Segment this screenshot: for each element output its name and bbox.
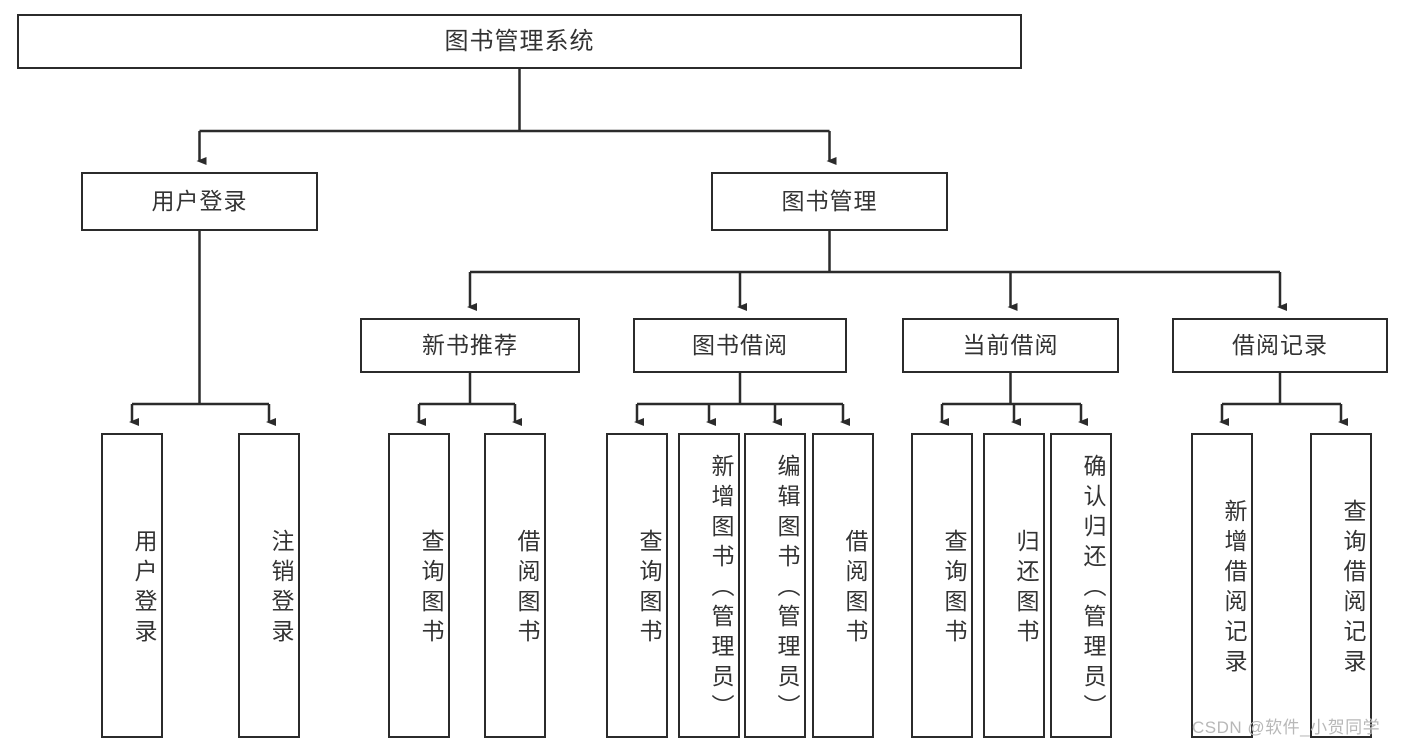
node-current-borrow[interactable]: 当前借阅: [902, 318, 1119, 373]
node-leaf-query-record[interactable]: 查询借阅记录: [1310, 433, 1372, 738]
node-leaf-edit-book-label: 编辑图书（管理员）: [774, 453, 800, 724]
node-leaf-query-book-bor-label: 查询图书: [636, 528, 662, 649]
node-root[interactable]: 图书管理系统: [17, 14, 1022, 69]
node-leaf-confirm-return-label: 确认归还（管理员）: [1080, 453, 1106, 724]
node-user-login-label: 用户登录: [151, 188, 248, 215]
node-borrow-record[interactable]: 借阅记录: [1172, 318, 1388, 373]
node-leaf-add-book-label: 新增图书（管理员）: [708, 453, 734, 724]
node-leaf-query-record-label: 查询借阅记录: [1340, 498, 1366, 679]
node-leaf-logout-label: 注销登录: [268, 528, 294, 649]
node-leaf-add-book[interactable]: 新增图书（管理员）: [678, 433, 740, 738]
node-leaf-query-book-bor[interactable]: 查询图书: [606, 433, 668, 738]
node-leaf-borrow-book-bor-label: 借阅图书: [842, 528, 868, 649]
node-leaf-query-book-rec-label: 查询图书: [418, 528, 444, 649]
node-root-label: 图书管理系统: [444, 27, 595, 55]
node-leaf-user-login-label: 用户登录: [131, 528, 157, 649]
node-leaf-add-record[interactable]: 新增借阅记录: [1191, 433, 1253, 738]
node-book-management-label: 图书管理: [781, 188, 878, 215]
node-leaf-borrow-book-rec[interactable]: 借阅图书: [484, 433, 546, 738]
node-leaf-query-book-cur[interactable]: 查询图书: [911, 433, 973, 738]
node-leaf-edit-book[interactable]: 编辑图书（管理员）: [744, 433, 806, 738]
node-leaf-add-record-label: 新增借阅记录: [1221, 498, 1247, 679]
node-new-book-recommend[interactable]: 新书推荐: [360, 318, 580, 373]
node-leaf-user-login[interactable]: 用户登录: [101, 433, 163, 738]
node-leaf-return-book-label: 归还图书: [1013, 528, 1039, 649]
node-current-borrow-label: 当前借阅: [962, 332, 1059, 359]
node-leaf-query-book-rec[interactable]: 查询图书: [388, 433, 450, 738]
node-leaf-borrow-book-bor[interactable]: 借阅图书: [812, 433, 874, 738]
node-leaf-logout[interactable]: 注销登录: [238, 433, 300, 738]
node-leaf-confirm-return[interactable]: 确认归还（管理员）: [1050, 433, 1112, 738]
csdn-watermark: CSDN @软件_小贺同学: [1192, 718, 1381, 737]
node-user-login[interactable]: 用户登录: [81, 172, 318, 231]
node-book-borrow-label: 图书借阅: [692, 332, 788, 359]
node-book-management[interactable]: 图书管理: [711, 172, 948, 231]
node-book-borrow[interactable]: 图书借阅: [633, 318, 847, 373]
node-leaf-query-book-cur-label: 查询图书: [941, 528, 967, 649]
node-leaf-return-book[interactable]: 归还图书: [983, 433, 1045, 738]
node-leaf-borrow-book-rec-label: 借阅图书: [514, 528, 540, 649]
node-new-book-recommend-label: 新书推荐: [422, 332, 518, 359]
node-borrow-record-label: 借阅记录: [1232, 332, 1328, 359]
